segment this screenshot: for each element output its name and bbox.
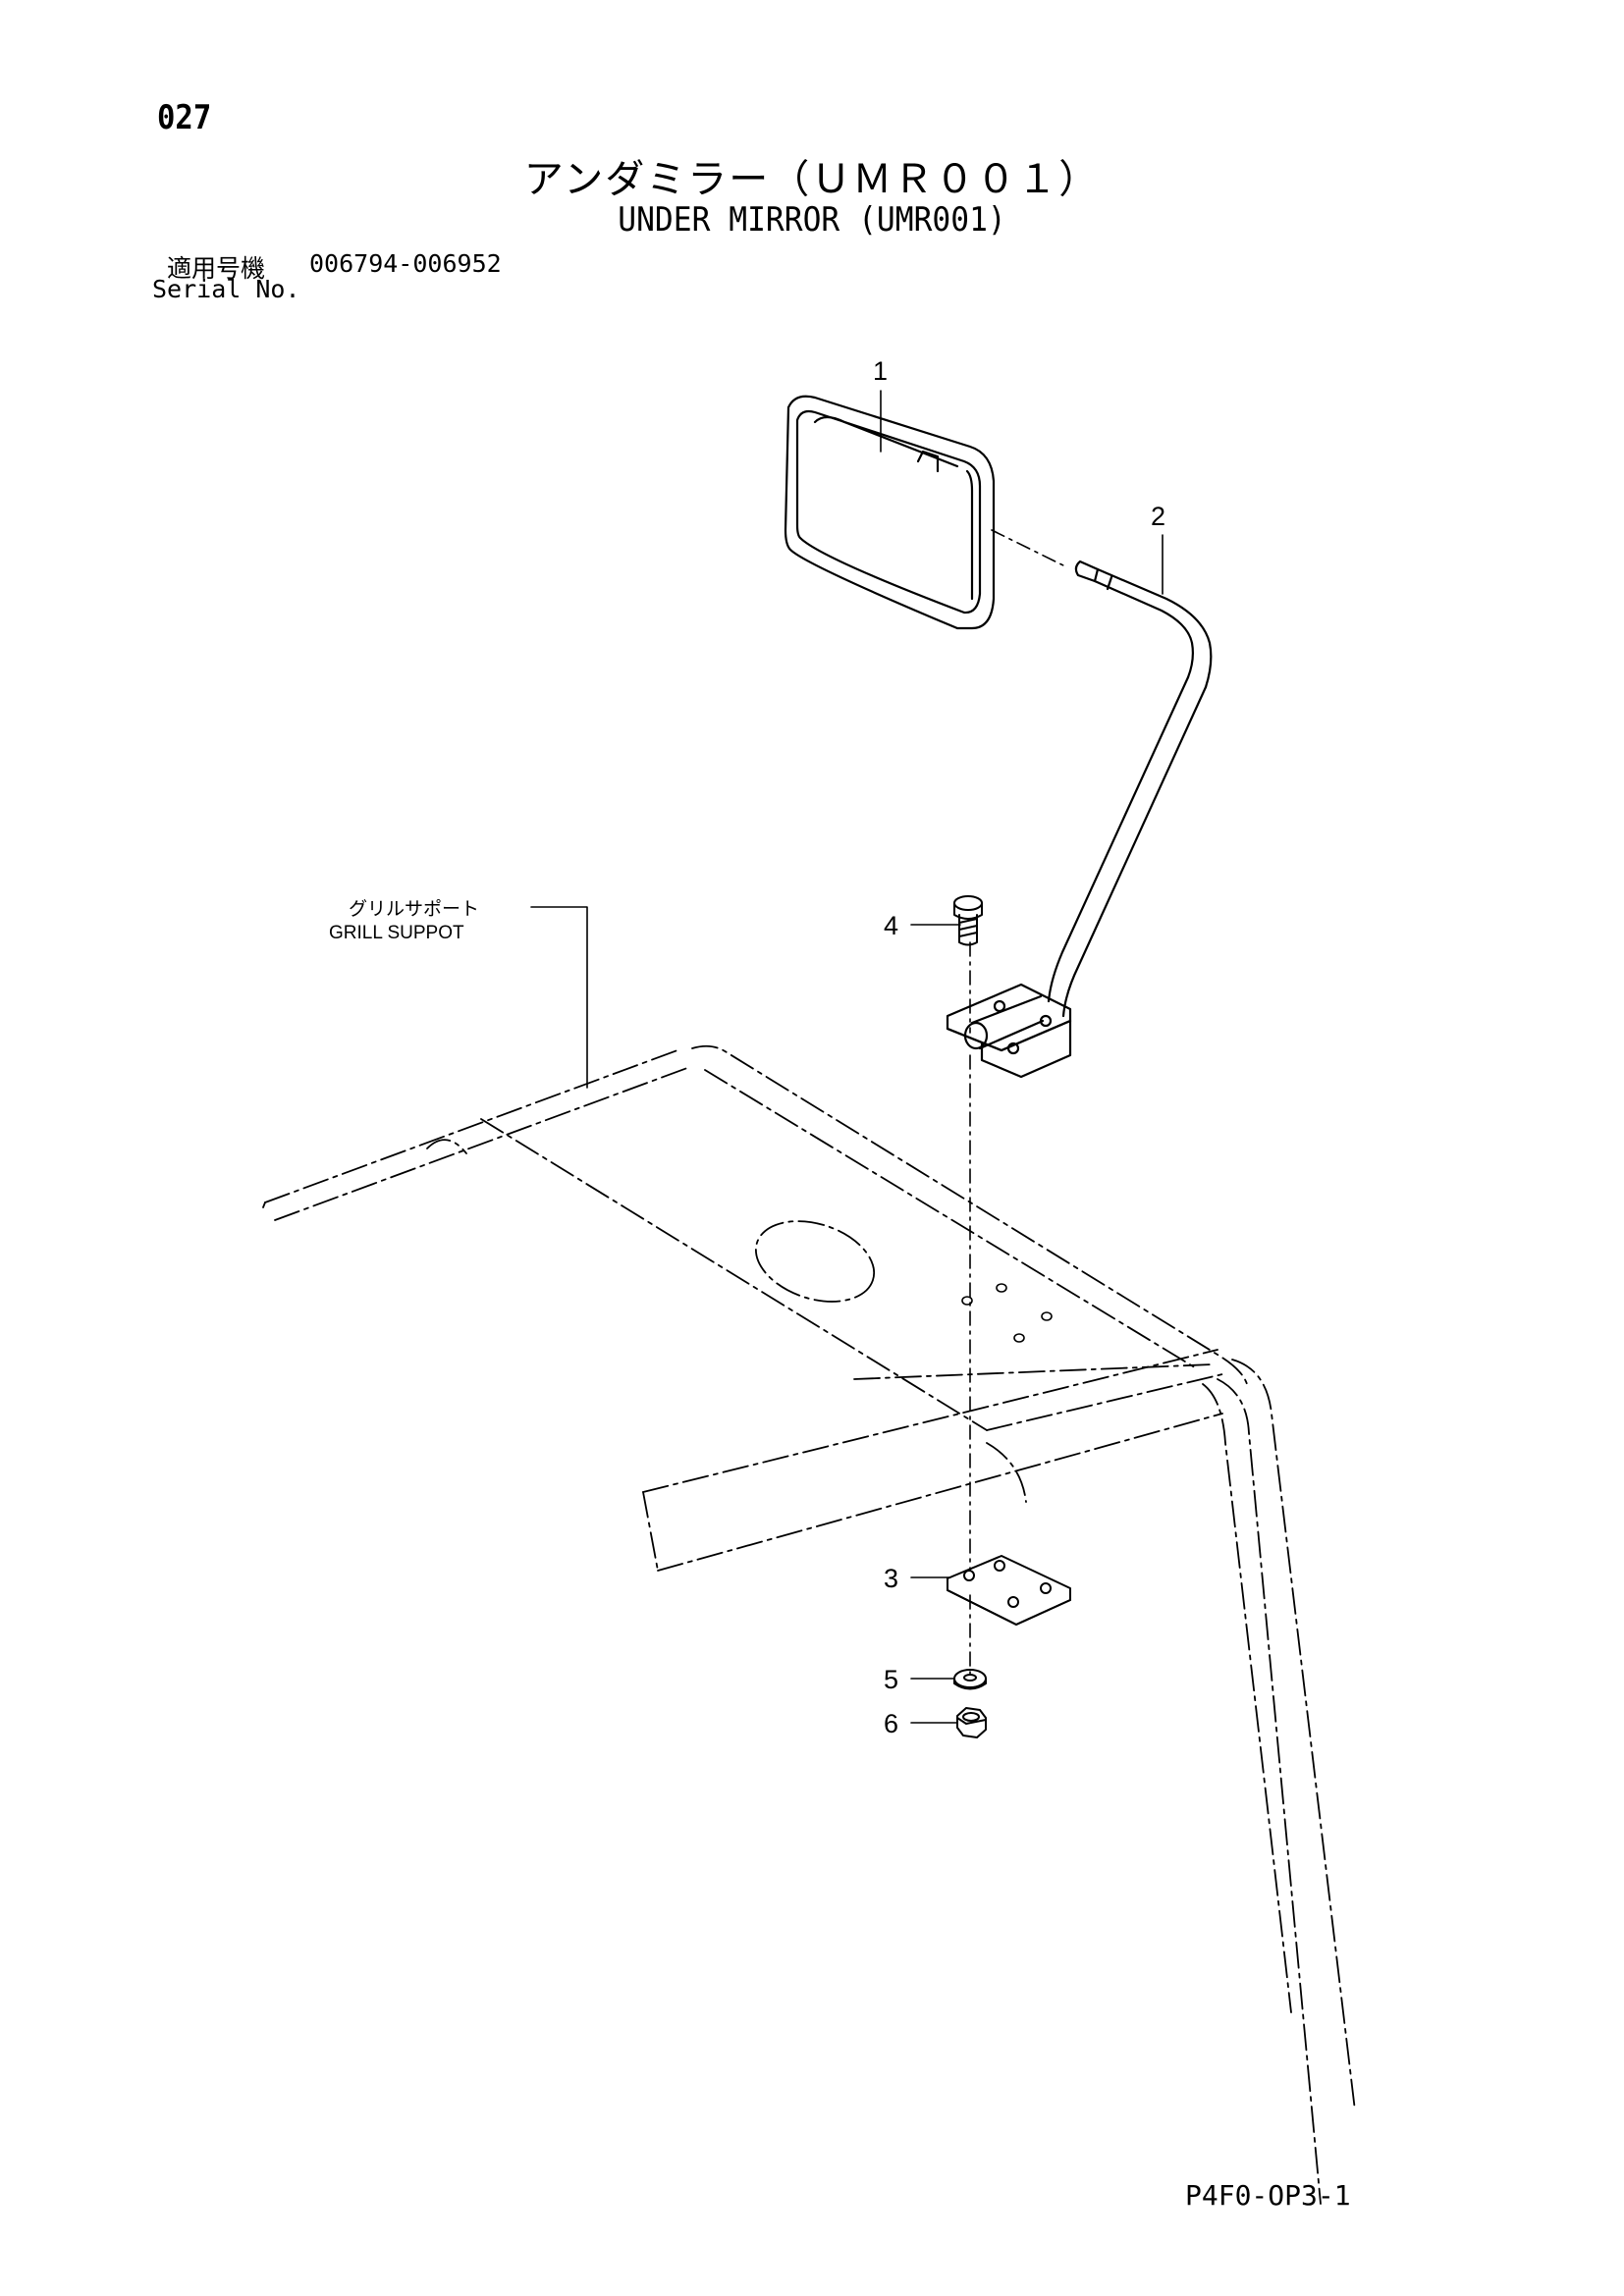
callout-5: 5 [884, 1665, 898, 1694]
nut-part [956, 1707, 987, 1738]
mirror-part [784, 395, 996, 630]
serial-label-japanese: 適用号機 [167, 254, 266, 283]
page-title-english: UNDER MIRROR (UMR001) [618, 200, 1006, 240]
assembly-axis [969, 529, 1066, 1675]
drawing-code: P4F0-OP3-1 [1185, 2179, 1351, 2212]
callout-2: 2 [1151, 502, 1165, 531]
callout-4: 4 [884, 911, 898, 940]
page-number: 027 [157, 98, 212, 137]
callout-6: 6 [884, 1709, 898, 1738]
callout-3: 3 [884, 1564, 898, 1593]
callout-1: 1 [873, 356, 888, 386]
plate-part [947, 1555, 1071, 1626]
page-title-japanese: アンダミラー（ＵＭＲ００１） [523, 157, 1101, 202]
frame-holes [961, 1283, 1053, 1343]
grill-support-label-jp: グリルサポート [349, 898, 479, 920]
mirror-stay-part [946, 560, 1213, 1079]
grill-support-label-en: GRILL SUPPOT [329, 923, 464, 943]
leader-lines [530, 390, 1164, 1724]
grill-support-outline [262, 1044, 1356, 2205]
serial-label-english: Serial No. [152, 275, 300, 303]
serial-number-range: 006794-006952 [309, 249, 502, 278]
bolt-part [953, 895, 983, 946]
